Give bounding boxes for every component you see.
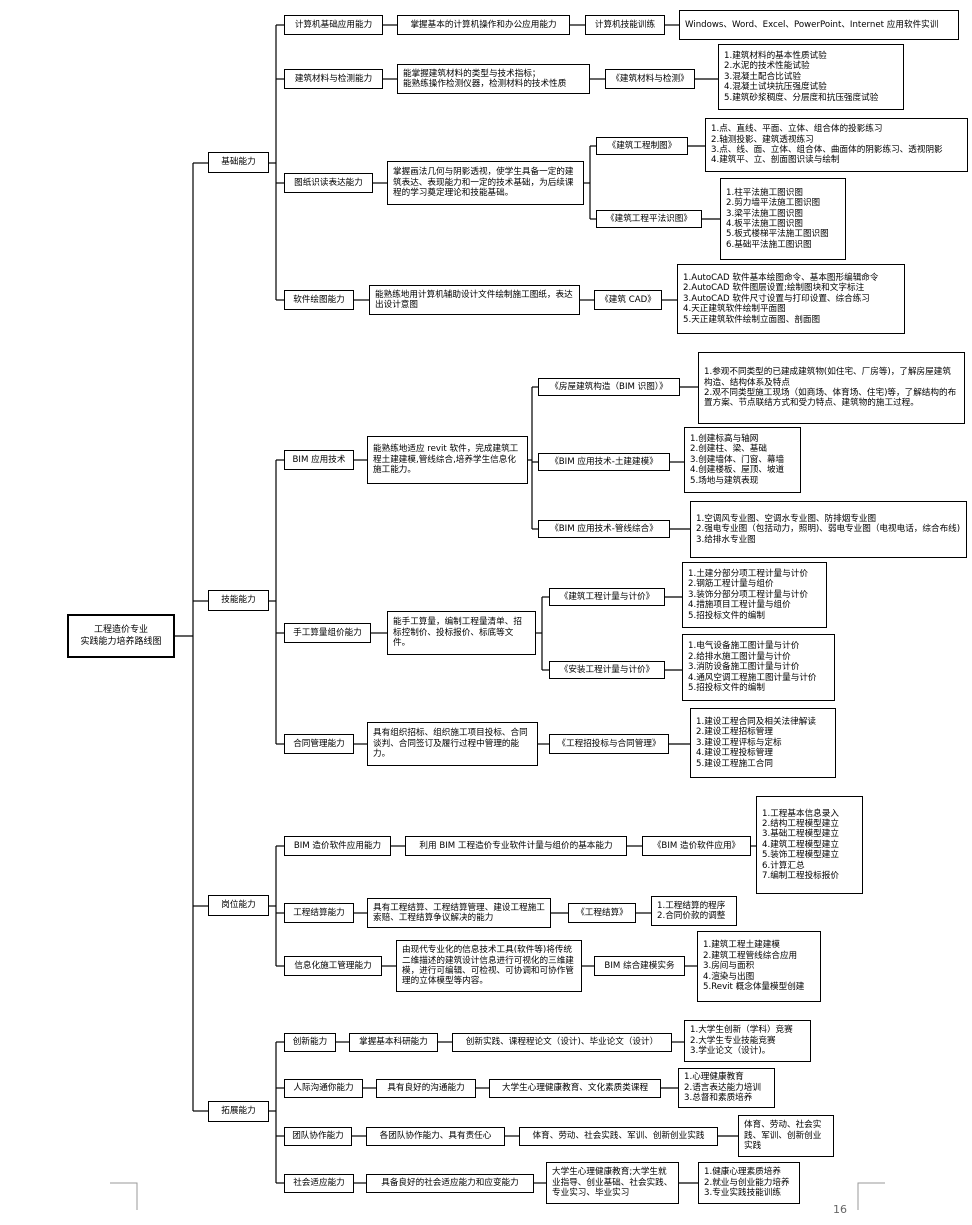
ability-software: 软件绘图能力 — [284, 290, 354, 310]
goal-computer: 掌握基本的计算机操作和办公应用能力 — [397, 15, 570, 35]
course-drawing-2: 《建筑工程平法识图》 — [596, 210, 702, 228]
category-post: 岗位能力 — [208, 895, 269, 916]
ability-bim: BIM 应用技术 — [284, 450, 354, 470]
content-bim-3: 1.空调风专业图、空调水专业图、防排烟专业图 2.强电专业图（包括动力，照明)、… — [690, 501, 967, 558]
course-teamwork: 体育、劳动、社会实践、军训、创新创业实践 — [519, 1127, 718, 1146]
ability-communication: 人际沟通你能力 — [284, 1079, 363, 1098]
goal-innovation: 掌握基本科研能力 — [349, 1033, 438, 1052]
course-software: 《建筑 CAD》 — [594, 290, 662, 310]
course-material: 《建筑材料与检测》 — [605, 69, 695, 89]
content-settlement: 1.工程结算的程序 2.合同价款的调整 — [651, 896, 737, 926]
ability-drawing: 图纸识读表达能力 — [284, 173, 373, 193]
ability-material: 建筑材料与检测能力 — [284, 69, 383, 89]
content-material: 1.建筑材料的基本性质试验 2.水泥的技术性能试验 3.混凝土配合比试验 4.混… — [718, 44, 904, 110]
ability-computer: 计算机基础应用能力 — [284, 15, 383, 35]
goal-manual: 能手工算量，编制工程量清单、招标控制价、投标报价、标底等文件。 — [387, 611, 536, 655]
content-software: 1.AutoCAD 软件基本绘图命令、基本图形编辑命令 2.AutoCAD 软件… — [677, 264, 905, 334]
course-settlement: 《工程结算》 — [568, 903, 636, 923]
ability-settlement: 工程结算能力 — [284, 903, 354, 923]
course-adapt: 大学生心理健康教育;大学生就业指导、创业基础、社会实践、专业实习、毕业实习 — [546, 1162, 679, 1204]
category-skill: 技能能力 — [208, 590, 269, 611]
course-drawing-1: 《建筑工程制图》 — [596, 137, 688, 155]
page-number: 16 — [833, 1203, 847, 1216]
content-manual-2: 1.电气设备施工图计量与计价 2.给排水施工图计量与计价 3.消防设备施工图计量… — [682, 634, 835, 701]
ability-info: 信息化施工管理能力 — [284, 956, 382, 976]
content-contract: 1.建设工程合同及相关法律解读 2.建设工程招标管理 3.建设工程评标与定标 4… — [690, 708, 836, 778]
course-bim-2: 《BIM 应用技术-土建建模》 — [538, 453, 670, 471]
course-computer: 计算机技能训练 — [585, 15, 665, 35]
course-bim-cost: 《BIM 造价软件应用》 — [642, 836, 751, 856]
goal-teamwork: 各团队协作能力、具有责任心 — [366, 1127, 505, 1146]
content-bim-cost: 1.工程基本信息录入 2.结构工程模型建立 3.基础工程模型建立 4.建筑工程模… — [756, 796, 863, 894]
category-basic: 基础能力 — [208, 152, 269, 173]
course-info: BIM 综合建模实务 — [594, 956, 685, 976]
content-innovation: 1.大学生创新（学科）竞赛 2.大学生专业技能竞赛 3.学业论文（设计)。 — [684, 1020, 811, 1062]
content-bim-1: 1.参观不同类型的已建成建筑物(如住宅、厂房等)，了解房屋建筑构造、结构体系及特… — [698, 352, 965, 424]
goal-info: 由现代专业化的信息技术工具(软件等)将传统二维描述的建筑设计信息进行可视化的三维… — [396, 940, 582, 992]
content-computer: Windows、Word、Excel、PowerPoint、Internet 应… — [679, 10, 959, 40]
content-manual-1: 1.土建分部分项工程计量与计价 2.钢筋工程计量与组价 3.装饰分部分项工程计量… — [682, 562, 827, 628]
goal-drawing: 掌握画法几何与阴影透视，使学生具备一定的建筑表达、表现能力和一定的技术基础，为后… — [387, 161, 584, 205]
course-communication: 大学生心理健康教育、文化素质类课程 — [489, 1079, 661, 1098]
content-adapt: 1.健康心理素质培养 2.就业与创业能力培养 3.专业实践技能训练 — [698, 1162, 800, 1204]
ability-bim-cost: BIM 造价软件应用能力 — [284, 836, 391, 856]
content-communication: 1.心理健康教育 2.语言表达能力培训 3.总督和素质培养 — [678, 1068, 775, 1108]
ability-innovation: 创新能力 — [284, 1033, 336, 1052]
goal-contract: 具有组织招标、组织施工项目投标、合同谈判、合同签订及履行过程中管理的能力。 — [367, 722, 538, 766]
ability-contract: 合同管理能力 — [284, 734, 354, 754]
content-drawing-2: 1.柱平法施工图识图 2.剪力墙平法施工图识图 3.梁平法施工图识图 4.板平法… — [720, 178, 846, 260]
course-manual-2: 《安装工程计量与计价》 — [549, 661, 665, 679]
goal-communication: 具有良好的沟通能力 — [376, 1079, 476, 1098]
content-teamwork: 体育、劳动、社会实践、军训、创新创业实践 — [738, 1115, 834, 1157]
goal-bim: 能熟练地适应 revit 软件，完成建筑工程土建建模,管线综合,培养学生信息化施… — [367, 436, 528, 484]
goal-material: 能掌握建筑材料的类型与技术指标； 能熟练操作检测仪器，检测材料的技术性质 — [397, 64, 590, 94]
content-bim-2: 1.创建标高与轴网 2.创建柱、梁、基础 3.创建墙体、门窗、幕墙 4.创建楼板… — [684, 427, 801, 493]
root-node: 工程造价专业 实践能力培养路线图 — [67, 614, 175, 658]
course-contract: 《工程招投标与合同管理》 — [549, 734, 669, 754]
course-innovation: 创新实践、课程程论文（设计)、毕业论文（设计） — [452, 1033, 672, 1052]
goal-adapt: 具备良好的社会适应能力和应变能力 — [366, 1174, 534, 1193]
course-manual-1: 《建筑工程计量与计价》 — [549, 588, 665, 606]
category-ext: 拓展能力 — [208, 1101, 269, 1122]
ability-teamwork: 团队协作能力 — [284, 1127, 352, 1146]
content-info: 1.建筑工程土建建模 2.建筑工程管线综合应用 3.房间与面积 4.渲染与出图 … — [697, 931, 821, 1002]
ability-manual: 手工算量组价能力 — [284, 623, 371, 643]
goal-settlement: 具有工程结算、工程结算管理、建设工程施工索赔、工程结算争议解决的能力 — [367, 898, 551, 928]
goal-software: 能熟练地用计算机辅助设计文件绘制施工图纸，表达出设计意图 — [369, 285, 580, 315]
ability-adapt: 社会适应能力 — [284, 1174, 354, 1193]
course-bim-3: 《BIM 应用技术-管线综合》 — [538, 520, 670, 538]
content-drawing-1: 1.点、直线、平面、立体、组合体的投影练习 2.轴测投影、建筑透视练习 3.点、… — [705, 118, 968, 172]
course-bim-1: 《房屋建筑构造（BIM 识图）》 — [538, 378, 680, 396]
goal-bim-cost: 利用 BIM 工程造价专业软件计量与组价的基本能力 — [405, 836, 627, 856]
